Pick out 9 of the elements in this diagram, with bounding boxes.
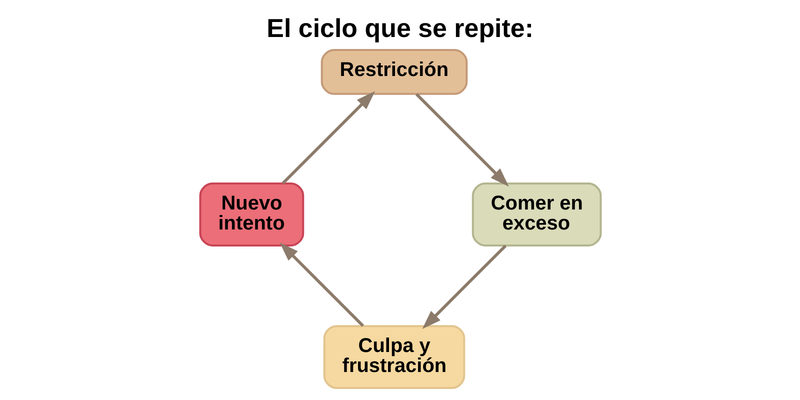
node-box: Nuevo intento [198,182,304,246]
node-box: Culpa y frustración [322,324,465,388]
arrow [281,90,375,184]
node-box: Comer en exceso [471,182,602,246]
arrow [422,244,506,329]
node-box: Restricción [320,48,468,94]
diagram-title: El ciclo que se repite: [266,12,534,42]
arrow [414,92,508,186]
arrow [279,242,364,326]
